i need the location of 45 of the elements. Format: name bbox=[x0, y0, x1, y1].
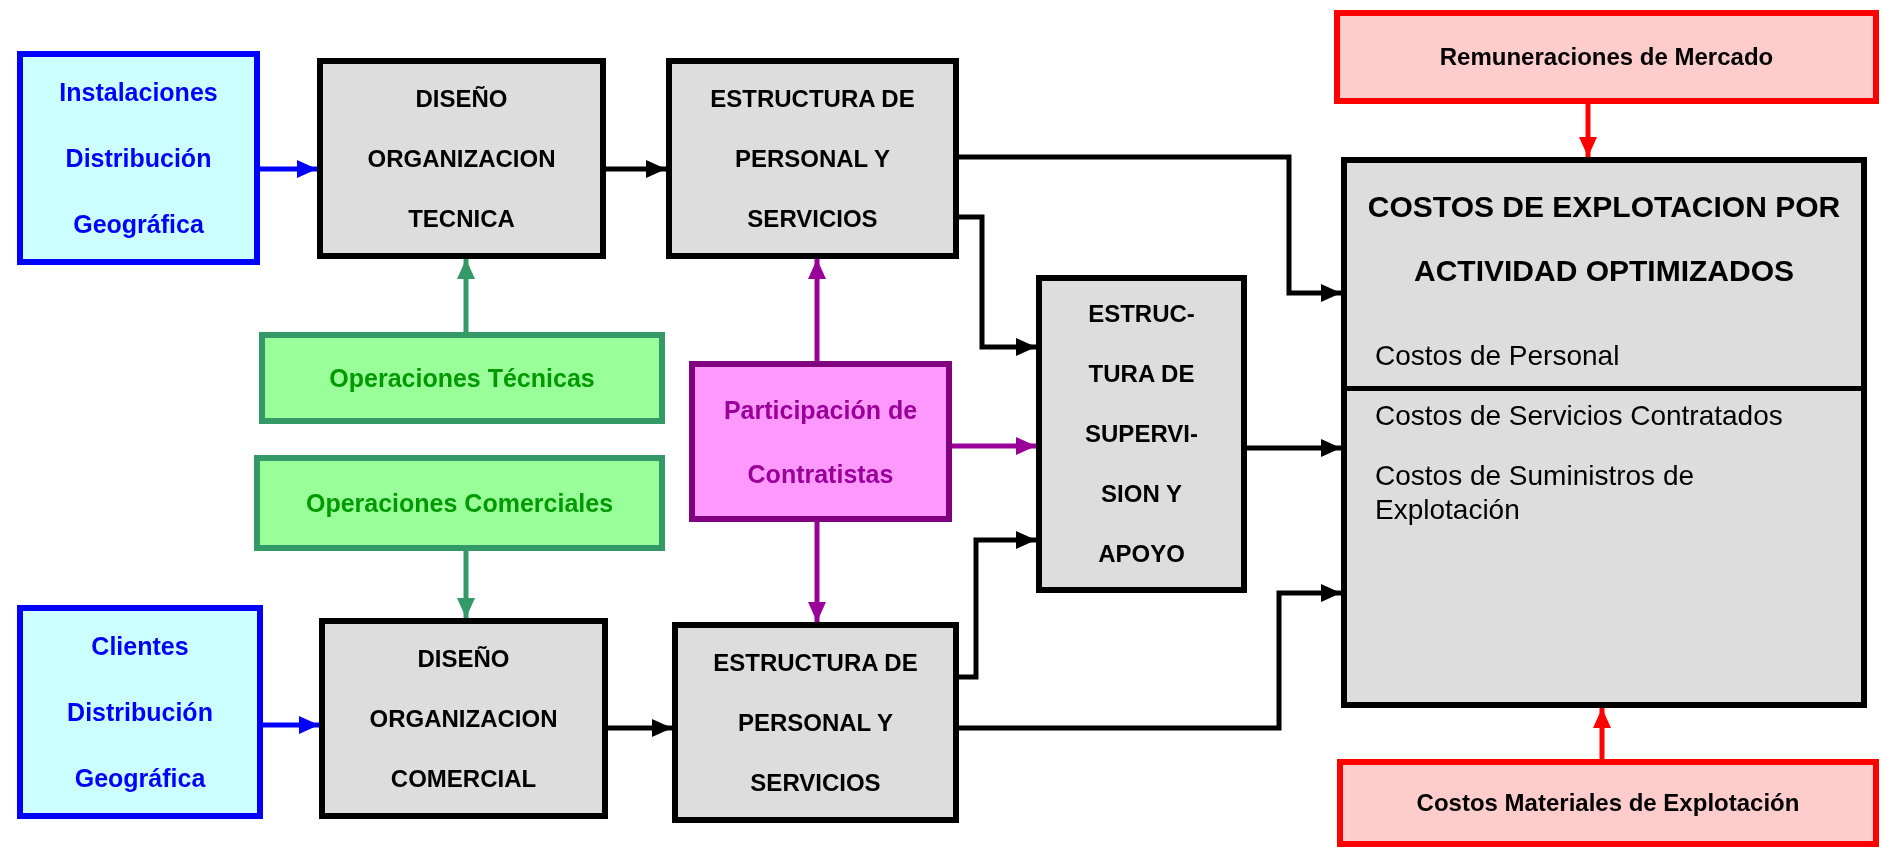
arrow bbox=[608, 719, 672, 737]
box-heading: COSTOS DE EXPLOTACION POR ACTIVIDAD OPTIMIZADOS bbox=[1366, 189, 1842, 289]
box-label: ESTRUCTURA DE PERSONAL Y SERVICIOS bbox=[712, 647, 919, 798]
input-box bbox=[689, 361, 952, 522]
arrow bbox=[959, 214, 1036, 356]
process-box bbox=[666, 58, 959, 259]
process-box bbox=[1036, 275, 1247, 593]
box-label: Costos Materiales de Explotación bbox=[1416, 788, 1800, 818]
arrow bbox=[808, 522, 826, 622]
input-box bbox=[17, 605, 263, 819]
box-label: Instalaciones Distribución Geográfica bbox=[58, 77, 219, 240]
input-box bbox=[1334, 10, 1879, 104]
process-box bbox=[319, 618, 608, 819]
process-box bbox=[317, 58, 606, 259]
box-label: DISEÑO ORGANIZACION COMERCIAL bbox=[368, 643, 559, 794]
arrow bbox=[959, 154, 1341, 302]
box-label: Operaciones Técnicas bbox=[329, 363, 595, 393]
arrow bbox=[952, 437, 1036, 455]
arrow bbox=[1579, 104, 1597, 157]
arrow bbox=[260, 160, 317, 178]
box-label: ESTRUC- TURA DE SUPERVI- SION Y APOYO bbox=[1084, 299, 1199, 569]
input-box bbox=[1337, 759, 1879, 847]
box-label: ESTRUCTURA DE PERSONAL Y SERVICIOS bbox=[709, 83, 916, 234]
cost-item: Costos de Servicios Contratados bbox=[1375, 399, 1784, 433]
arrow bbox=[959, 531, 1036, 680]
cost-item: Costos de Personal bbox=[1375, 339, 1621, 373]
arrow bbox=[959, 584, 1341, 731]
arrow bbox=[263, 716, 319, 734]
input-box bbox=[17, 51, 260, 265]
arrow bbox=[606, 160, 666, 178]
box-label: Remuneraciones de Mercado bbox=[1439, 42, 1774, 72]
process-box bbox=[672, 622, 959, 823]
arrow bbox=[1593, 708, 1611, 759]
box-label: Clientes Distribución Geográfica bbox=[66, 631, 214, 794]
arrow bbox=[808, 259, 826, 361]
input-box bbox=[259, 332, 665, 424]
box-label: Operaciones Comerciales bbox=[305, 488, 614, 518]
box-label: Participación de Contratistas bbox=[722, 394, 919, 490]
arrow bbox=[457, 259, 475, 332]
input-box bbox=[254, 455, 665, 551]
box-label: DISEÑO ORGANIZACION TECNICA bbox=[366, 83, 557, 234]
arrow bbox=[1247, 439, 1341, 457]
arrow bbox=[457, 551, 475, 618]
result-box bbox=[1341, 157, 1867, 708]
cost-item: Costos de Suministros de Explotación bbox=[1375, 459, 1696, 527]
